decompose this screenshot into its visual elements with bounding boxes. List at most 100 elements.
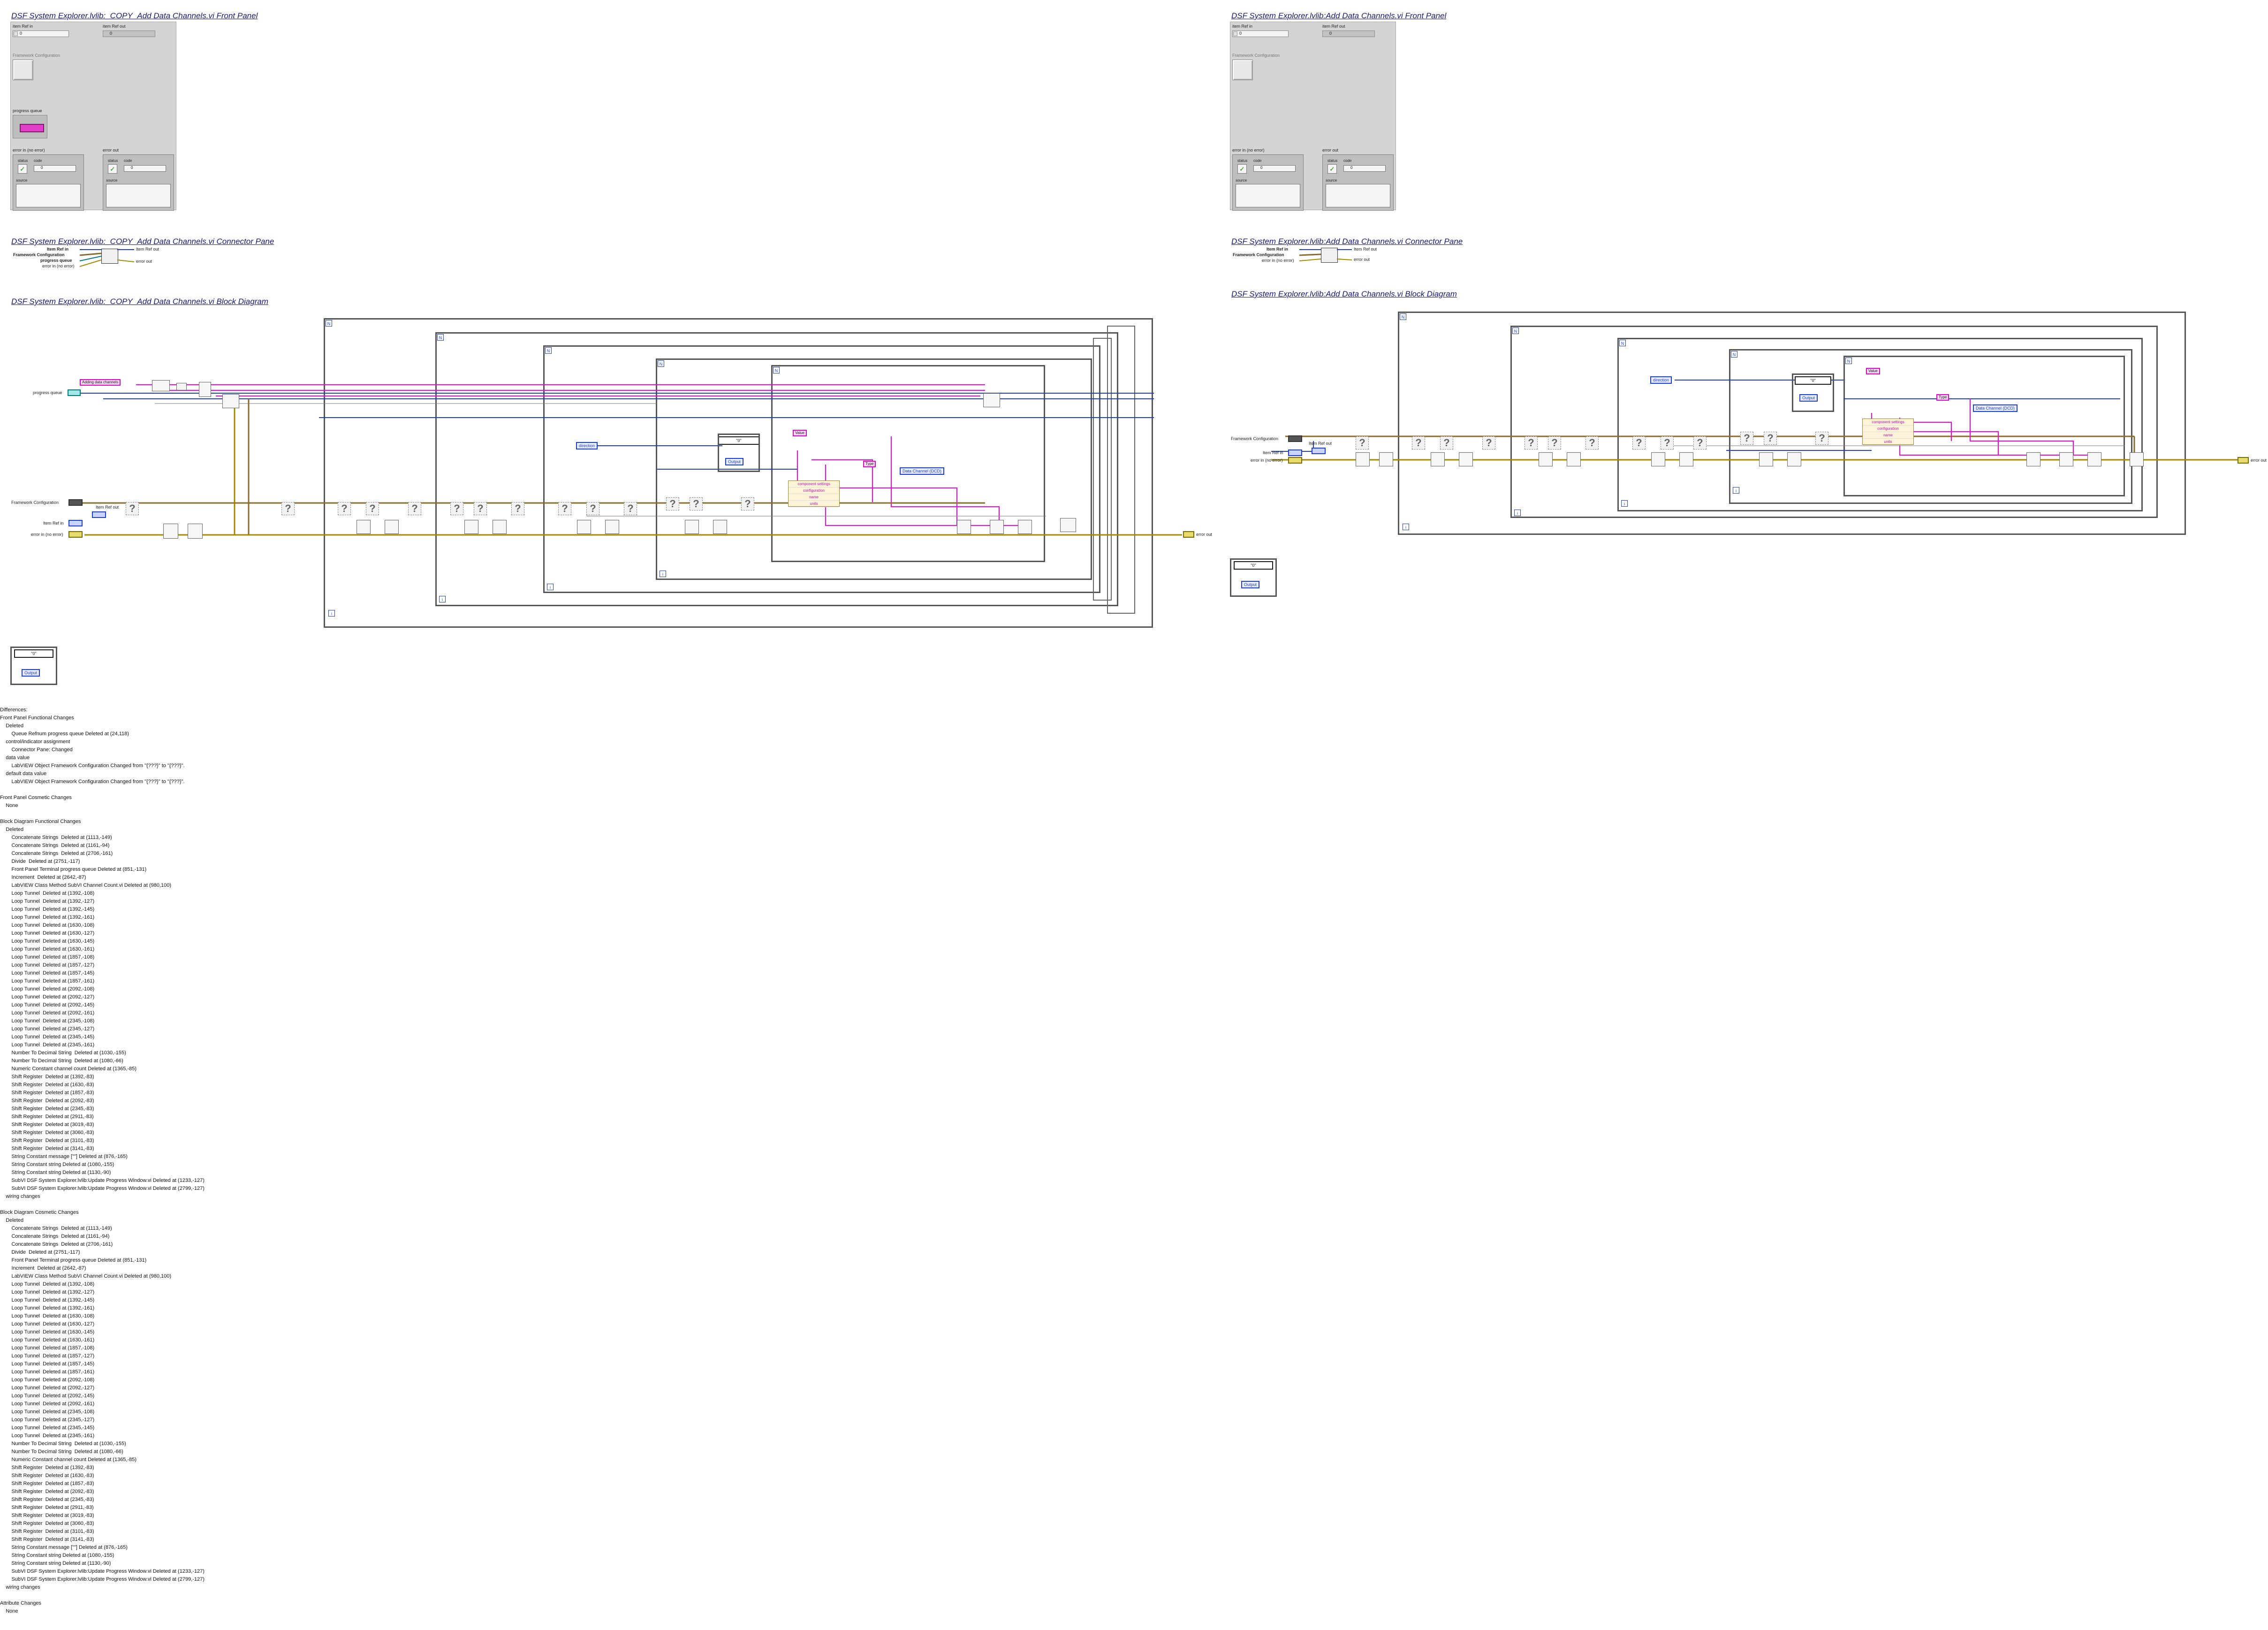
update-progress-subvi[interactable]: [222, 394, 239, 408]
subvi-node[interactable]: [957, 520, 971, 534]
right-block-diagram-title: DSF System Explorer.lvlib:Add Data Chann…: [1231, 289, 1457, 298]
data-channel-constant: Data Channel (DCD): [1973, 404, 2018, 412]
error-in-terminal[interactable]: [1288, 457, 1302, 464]
right-front-panel: item Ref in 0 item Ref out 0 Framework C…: [1230, 22, 1396, 211]
item-ref-in-control[interactable]: 0: [1232, 30, 1289, 37]
unknown-node-icon: ?: [126, 502, 139, 515]
differences-line: Loop Tunnel Deleted at (1857,-145): [0, 1361, 95, 1367]
subvi-node[interactable]: [1356, 452, 1370, 466]
subvi-node[interactable]: [1018, 520, 1032, 534]
status-check-icon[interactable]: ✓: [1237, 164, 1247, 174]
subvi-node[interactable]: [2087, 452, 2101, 466]
differences-line: Loop Tunnel Deleted at (1392,-145): [0, 1297, 95, 1303]
differences-line: Shift Register Deleted at (1857,-83): [0, 1090, 94, 1096]
item-ref-out-indicator: 0: [1322, 30, 1375, 37]
differences-line: Loop Tunnel Deleted at (1630,-161): [0, 1337, 95, 1343]
subvi-node[interactable]: [493, 520, 507, 534]
subvi-node[interactable]: [1539, 452, 1553, 466]
loop-iteration-icon: N: [1731, 351, 1737, 358]
subvi-node[interactable]: [2130, 452, 2144, 466]
unknown-node-icon: ?: [1412, 436, 1425, 449]
framework-configuration-terminal-label: Framework Configuration: [11, 500, 59, 505]
case-structure: [1792, 373, 1834, 412]
differences-line: Number To Decimal String Deleted at (103…: [0, 1050, 126, 1056]
right-floating-output-constant: Output: [1241, 581, 1260, 588]
subvi-node[interactable]: [2026, 452, 2040, 466]
status-label: status: [18, 159, 28, 163]
subvi-node[interactable]: [385, 520, 399, 534]
progress-queue-control[interactable]: [13, 115, 47, 138]
channel-count-subvi[interactable]: [163, 524, 178, 539]
error-in-terminal[interactable]: [68, 531, 83, 538]
framework-configuration-terminal[interactable]: [68, 499, 83, 506]
subvi-node[interactable]: [464, 520, 478, 534]
progress-queue-terminal[interactable]: [68, 389, 81, 396]
error-in-cluster[interactable]: status code ✓ 0 source: [1232, 154, 1304, 211]
for-loop-5: [771, 365, 1045, 562]
subvi-node[interactable]: [1787, 452, 1801, 466]
differences-line: Shift Register Deleted at (2345,-83): [0, 1497, 94, 1502]
concatenate-strings-node[interactable]: [199, 382, 211, 397]
error-out-terminal-label: error out: [2251, 458, 2267, 463]
differences-line: [0, 810, 422, 818]
differences-line: Shift Register Deleted at (2911,-83): [0, 1114, 94, 1120]
subvi-node[interactable]: [1679, 452, 1693, 466]
subvi-node[interactable]: [188, 524, 203, 539]
differences-line: Queue Refnum progress queue Deleted at (…: [0, 731, 129, 737]
code-label: code: [34, 159, 42, 163]
bundle-by-name-node[interactable]: component settings configuration name un…: [788, 480, 840, 507]
differences-line: Shift Register Deleted at (1392,-83): [0, 1465, 94, 1470]
differences-line: Loop Tunnel Deleted at (2092,-127): [0, 994, 95, 1000]
left-block-diagram-title: DSF System Explorer.lvlib:_COPY_Add Data…: [11, 297, 268, 306]
update-progress-subvi[interactable]: [983, 393, 1000, 407]
framework-configuration-terminal[interactable]: [1288, 435, 1302, 442]
data-channel-constant: Data Channel (DCD): [900, 467, 945, 475]
subvi-node[interactable]: [1759, 452, 1773, 466]
bundle-by-name-node[interactable]: component settings configuration name un…: [1862, 419, 1914, 445]
differences-line: None: [0, 803, 18, 808]
error-in-cluster[interactable]: status code ✓ 0 source: [13, 154, 84, 211]
concatenate-strings-node[interactable]: [152, 380, 170, 391]
item-ref-in-terminal[interactable]: [68, 520, 83, 526]
differences-line: Loop Tunnel Deleted at (1392,-108): [0, 1281, 95, 1287]
subvi-node[interactable]: [1567, 452, 1581, 466]
framework-configuration-control[interactable]: [13, 60, 33, 80]
case-structure-selector[interactable]: "0": [1795, 376, 1831, 385]
subvi-node[interactable]: [605, 520, 619, 534]
subvi-node[interactable]: [1379, 452, 1393, 466]
left-floating-case-selector[interactable]: "0": [14, 649, 53, 658]
increment-icon[interactable]: [1233, 31, 1237, 36]
source-field[interactable]: [1236, 184, 1300, 207]
unknown-node-icon: ?: [338, 502, 351, 515]
code-field[interactable]: 0: [34, 165, 76, 172]
subvi-node[interactable]: [685, 520, 699, 534]
unknown-node-icon: ?: [1356, 436, 1369, 449]
connector-item-ref-in: Item Ref in: [1267, 247, 1289, 251]
unknown-node-icon: ?: [1661, 436, 1674, 449]
item-ref-in-terminal[interactable]: [1288, 449, 1302, 456]
subvi-node[interactable]: [2059, 452, 2073, 466]
source-field[interactable]: [16, 184, 81, 207]
right-floating-case-selector[interactable]: "0": [1234, 561, 1273, 570]
subvi-node[interactable]: [357, 520, 371, 534]
loop-iteration-icon: N: [773, 367, 780, 373]
subvi-node[interactable]: [990, 520, 1004, 534]
increment-icon[interactable]: [14, 31, 18, 36]
differences-line: Loop Tunnel Deleted at (1630,-145): [0, 938, 95, 944]
number-to-string-node[interactable]: [176, 383, 187, 390]
differences-line: Shift Register Deleted at (3019,-83): [0, 1122, 94, 1127]
item-ref-in-control[interactable]: 0: [13, 30, 69, 37]
code-field[interactable]: 0: [1253, 165, 1296, 172]
status-check-icon[interactable]: ✓: [18, 164, 27, 174]
differences-line: Number To Decimal String Deleted at (108…: [0, 1058, 123, 1064]
framework-configuration-label: Framework Configuration: [13, 53, 61, 58]
differences-line: Loop Tunnel Deleted at (1392,-108): [0, 891, 95, 896]
subvi-node[interactable]: [577, 520, 591, 534]
framework-configuration-control[interactable]: [1232, 60, 1253, 80]
subvi-node[interactable]: [713, 520, 727, 534]
loop-frame-6: [1093, 338, 1112, 601]
subvi-node[interactable]: [1651, 452, 1665, 466]
subvi-node[interactable]: [1431, 452, 1445, 466]
subvi-node[interactable]: [1060, 518, 1076, 532]
subvi-node[interactable]: [1459, 452, 1473, 466]
